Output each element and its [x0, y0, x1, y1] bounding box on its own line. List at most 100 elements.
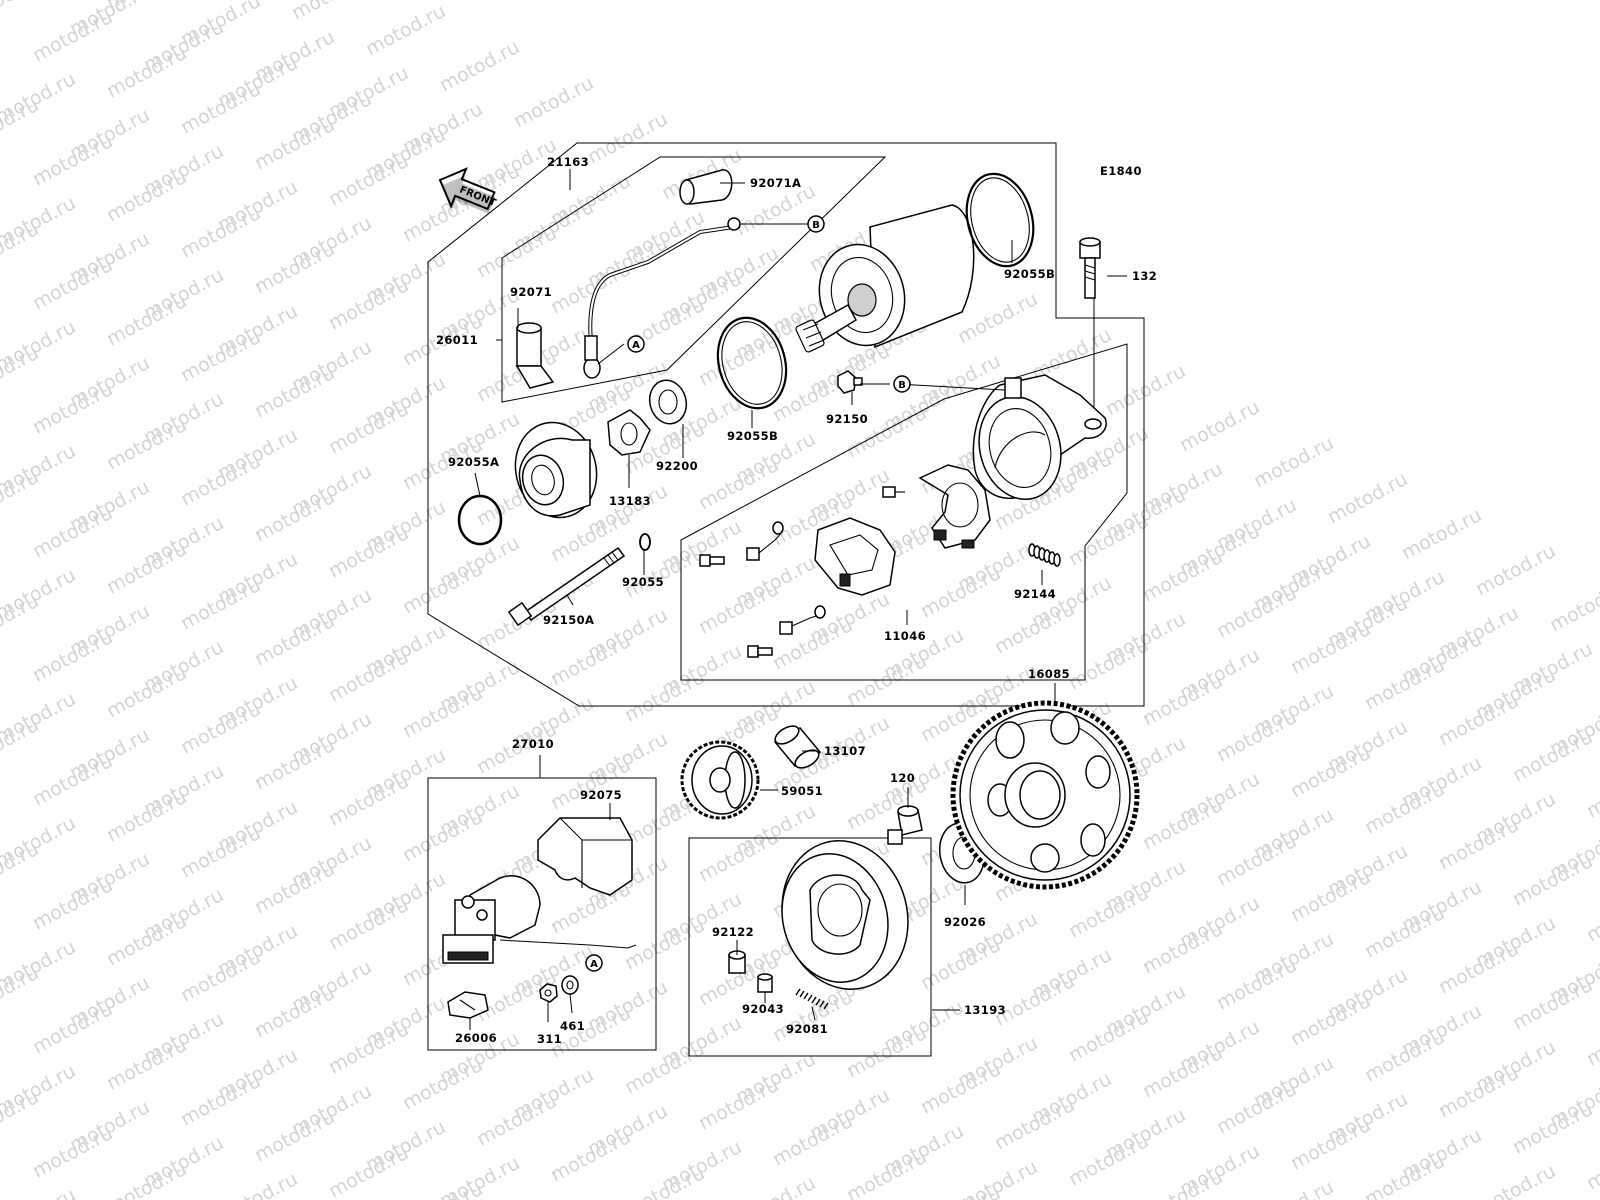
- watermark-text: motod.ru: [251, 486, 338, 546]
- svg-text:A: A: [632, 340, 640, 351]
- o-ring-92055b-top: [965, 172, 1035, 268]
- label-92150a: 92150A: [543, 613, 594, 627]
- watermark-text: motod.ru: [1213, 954, 1300, 1014]
- lock-plate-13183: [607, 409, 651, 456]
- label-13183: 13183: [609, 494, 651, 508]
- watermark-text: motod.ru: [103, 1034, 190, 1094]
- label-92144: 92144: [1014, 587, 1056, 601]
- assembly-outline-21163: [427, 142, 1145, 707]
- starter-clutch-gear-16085: [950, 700, 1140, 890]
- label-92026: 92026: [944, 915, 986, 929]
- o-ring-92055: [639, 533, 651, 551]
- label-92122: 92122: [712, 925, 754, 939]
- watermark-text: motod.ru: [1361, 778, 1448, 838]
- lead-end-cap-92071a: [679, 169, 733, 205]
- watermark-text: motod.ru: [29, 502, 116, 562]
- watermark-text: motod.ru: [621, 666, 708, 726]
- svg-text:A: A: [590, 959, 598, 970]
- idle-gear-59051: [680, 740, 760, 820]
- watermark-text: motod.ru: [732, 1172, 819, 1200]
- svg-text:B: B: [812, 220, 820, 231]
- watermark-text: motod.ru: [177, 822, 264, 882]
- label-461: 461: [560, 1019, 585, 1033]
- starter-clutch-13193: [781, 840, 909, 990]
- label-132: 132: [1132, 269, 1157, 283]
- watermark-text: motod.ru: [917, 934, 1004, 994]
- brush-a: [746, 521, 784, 561]
- watermark-text: motod.ru: [325, 522, 412, 582]
- watermark-text: motod.ru: [251, 982, 338, 1042]
- watermark-text: motod.ru: [103, 42, 190, 102]
- watermark-text: motod.ru: [103, 166, 190, 226]
- watermark-text: motod.ru: [325, 398, 412, 458]
- watermark-text: motod.ru: [29, 874, 116, 934]
- watermark-text: motod.ru: [621, 1162, 708, 1200]
- watermark-text: motod.ru: [399, 1054, 486, 1114]
- label-92071a: 92071A: [750, 176, 801, 190]
- watermark-text: motod.ru: [251, 114, 338, 174]
- watermark-text: motod.ru: [251, 858, 338, 918]
- ref-circle-b-top: B: [807, 215, 825, 233]
- watermark-text: motod.ru: [1213, 706, 1300, 766]
- watermark-text: motod.ru: [177, 946, 264, 1006]
- label-59051: 59051: [781, 784, 823, 798]
- watermark-text: motod.ru: [177, 202, 264, 262]
- label-92071: 92071: [510, 285, 552, 299]
- watermark-text: motod.ru: [103, 786, 190, 846]
- watermark-text: motod.ru: [1065, 510, 1152, 570]
- watermark-text: motod.ru: [695, 330, 782, 390]
- watermark-text: motod.ru: [917, 562, 1004, 622]
- watermark-text: motod.ru: [1250, 1176, 1337, 1200]
- part-labels: 21163 92071A 92055B 132 92071 26011 9215…: [436, 155, 1157, 1046]
- watermark-text: motod.ru: [547, 754, 634, 814]
- label-120: 120: [890, 771, 915, 785]
- front-cover: [514, 421, 598, 519]
- label-92081: 92081: [786, 1022, 828, 1036]
- relay-cover-92075: [537, 817, 633, 896]
- watermark-text: motod.ru: [695, 1074, 782, 1134]
- watermark-text: motod.ru: [1472, 1160, 1559, 1200]
- watermark-text: motod.ru: [325, 1018, 412, 1078]
- pipe-13107: [773, 725, 822, 769]
- watermark-text: motod.ru: [29, 6, 116, 66]
- watermark-text: motod.ru: [769, 986, 856, 1046]
- watermark-text: motod.ru: [1213, 1078, 1300, 1138]
- watermark-text: motod.ru: [1361, 1026, 1448, 1086]
- brush-terminal: [882, 486, 905, 498]
- watermark-text: motod.ru: [1435, 814, 1522, 874]
- watermark-text: motod.ru: [1583, 886, 1600, 946]
- watermark-text: motod.ru: [1287, 1114, 1374, 1174]
- watermark-text: motod.ru: [991, 598, 1078, 658]
- watermark-text: motod.ru: [251, 734, 338, 794]
- watermark-text: motod.ru: [251, 610, 338, 670]
- watermark-text: motod.ru: [1583, 1134, 1600, 1194]
- watermark-text: motod.ru: [547, 630, 634, 690]
- assembly-outline-13193: [688, 837, 932, 1057]
- watermark-text: motod.ru: [399, 682, 486, 742]
- watermark-text: motod.ru: [1546, 576, 1600, 636]
- watermark-text: motod.ru: [1435, 1062, 1522, 1122]
- watermark-text: motod.ru: [1213, 830, 1300, 890]
- watermark-text: motod.ru: [695, 454, 782, 514]
- watermark-text: motod.ru: [510, 72, 597, 132]
- watermark-text: motod.ru: [325, 646, 412, 706]
- watermark-text: motod.ru: [1139, 918, 1226, 978]
- watermark-text: motod.ru: [325, 770, 412, 830]
- starter-motor-body: [795, 204, 975, 353]
- o-ring-92055b-mid: [716, 316, 788, 410]
- watermark-text: motod.ru: [1287, 742, 1374, 802]
- watermark-text: motod.ru: [1065, 634, 1152, 694]
- label-311: 311: [537, 1032, 562, 1046]
- watermark-text: motod.ru: [399, 558, 486, 618]
- watermark-text: motod.ru: [843, 1022, 930, 1082]
- watermark-text: motod.ru: [1065, 1006, 1152, 1066]
- watermark-text: motod.ru: [251, 1106, 338, 1166]
- watermark-text: motod.ru: [29, 750, 116, 810]
- watermark-text: motod.ru: [1287, 866, 1374, 926]
- watermark-text: motod.ru: [1102, 360, 1189, 420]
- watermark-text: motod.ru: [1361, 654, 1448, 714]
- watermark-text: motod.ru: [29, 626, 116, 686]
- watermark-text: motod.ru: [251, 238, 338, 298]
- cable-cap-92071: [515, 322, 555, 389]
